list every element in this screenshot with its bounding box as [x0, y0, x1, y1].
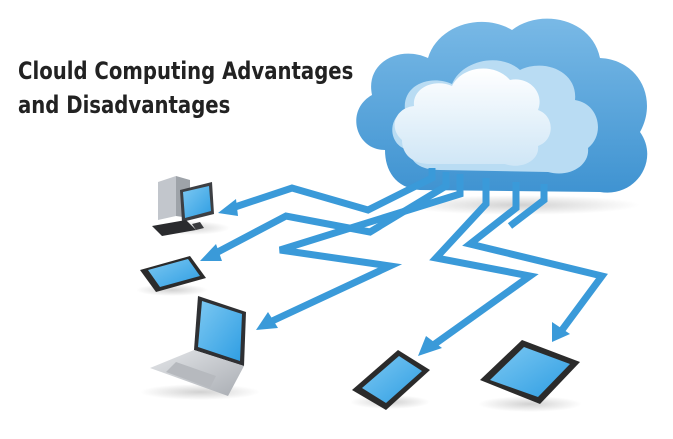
arrow-to-tablet — [462, 182, 608, 333]
tablet-icon — [478, 340, 582, 412]
page-title: Clould Computing Advantages and Disadvan… — [18, 54, 353, 122]
laptop-icon — [140, 296, 260, 400]
desktop-computer-icon — [150, 176, 230, 236]
arrow-to-desktop — [230, 168, 436, 214]
smartphone-icon — [136, 256, 208, 296]
connection-arrows — [212, 168, 608, 349]
cloud-icon — [356, 18, 648, 215]
smartphone-bottom-icon — [350, 350, 430, 410]
title-line-2: and Disadvantages — [18, 91, 231, 119]
arrow-heads — [200, 199, 570, 356]
arrow-to-laptop — [268, 174, 464, 326]
arrow-to-smartphone — [429, 178, 539, 349]
arrow-to-phone — [212, 172, 450, 258]
title-line-1: Clould Computing Advantages — [18, 57, 354, 85]
